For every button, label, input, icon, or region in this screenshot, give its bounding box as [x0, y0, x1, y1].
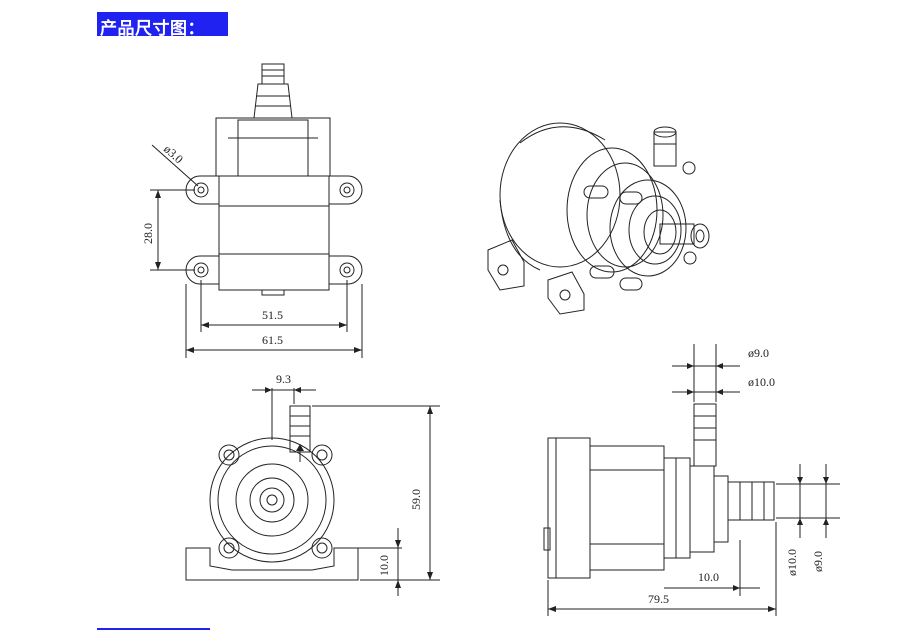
side-offset-label: 10.0: [698, 570, 719, 584]
bottom-view: 9.3 59.0 10.0: [185, 372, 440, 596]
bottom-height-label: 59.0: [409, 489, 423, 510]
side-length-label: 79.5: [648, 592, 669, 606]
page-title: 产品尺寸图：: [100, 19, 205, 39]
bottom-offset-label: 9.3: [276, 372, 291, 386]
front-view: ø3.0 28.0 51.5 61.5: [141, 63, 363, 358]
side-inlet-outer-label: ø10.0: [785, 549, 799, 576]
isometric-view: [487, 122, 710, 315]
front-hole-diameter-label: ø3.0: [161, 142, 186, 166]
front-outer-width-label: 61.5: [262, 333, 283, 347]
front-hole-spacing-label: 28.0: [141, 223, 155, 244]
side-view: ø9.0 ø10.0 ø10.0 ø9.0 10.0 79.5: [543, 344, 840, 616]
title-bar: [97, 12, 228, 36]
side-inlet-inner-label: ø9.0: [811, 551, 825, 572]
front-inner-width-label: 51.5: [262, 308, 283, 322]
side-outlet-inner-label: ø9.0: [748, 346, 769, 360]
bottom-base-height-label: 10.0: [377, 555, 391, 576]
bottom-divider: [97, 628, 210, 630]
side-outlet-outer-label: ø10.0: [748, 375, 775, 389]
